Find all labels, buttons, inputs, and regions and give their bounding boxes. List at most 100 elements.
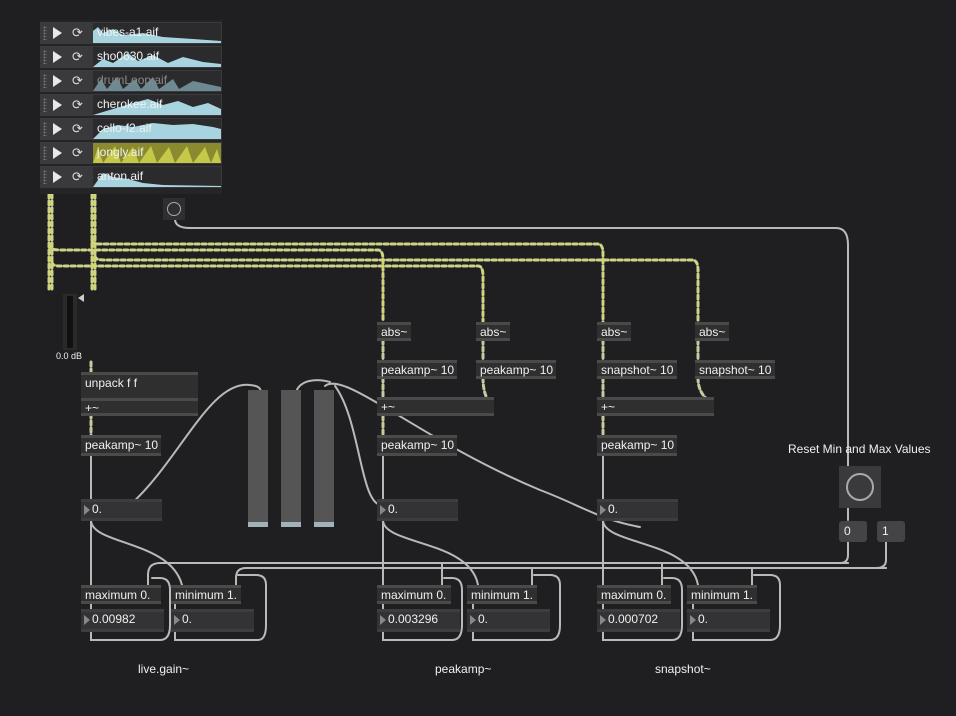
minimum-object[interactable]: minimum 1. xyxy=(687,585,757,604)
abs-object[interactable]: abs~ xyxy=(476,322,510,341)
drag-grip-icon[interactable] xyxy=(43,170,47,184)
loop-icon[interactable]: ⟳ xyxy=(72,169,83,184)
message-one[interactable]: 1 xyxy=(877,521,905,542)
loop-icon[interactable]: ⟳ xyxy=(72,121,83,136)
play-icon[interactable] xyxy=(53,51,62,63)
number-value: 0. xyxy=(698,612,709,626)
drag-grip-icon[interactable] xyxy=(43,122,47,136)
reset-bang-button[interactable] xyxy=(839,466,881,508)
abs-text: abs~ xyxy=(381,325,408,339)
file-row[interactable]: ⟳ jongly.aif xyxy=(40,142,222,164)
peakamp-object[interactable]: peakamp~ 10 xyxy=(476,360,556,379)
section-label-peakamp: peakamp~ xyxy=(435,662,492,676)
waveform-thumbnail xyxy=(93,167,221,187)
file-name: cherokee.aif xyxy=(97,97,163,111)
number-arrow-icon xyxy=(470,615,476,625)
snapshot-object[interactable]: snapshot~ 10 xyxy=(695,360,775,379)
snapshot-text: snapshot~ 10 xyxy=(601,363,674,377)
file-row[interactable]: ⟳ cherokee.aif xyxy=(40,94,222,116)
number-arrow-icon xyxy=(380,615,386,625)
drag-grip-icon[interactable] xyxy=(43,26,47,40)
bang-icon xyxy=(846,473,874,501)
play-icon[interactable] xyxy=(53,99,62,111)
section-label-live-gain: live.gain~ xyxy=(138,662,190,676)
plus-text: +~ xyxy=(601,400,616,414)
drag-grip-icon[interactable] xyxy=(43,74,47,88)
message-zero[interactable]: 0 xyxy=(839,521,867,542)
waveform-thumbnail xyxy=(93,143,221,163)
drag-grip-icon[interactable] xyxy=(43,146,47,160)
abs-text: abs~ xyxy=(601,325,628,339)
loop-icon[interactable]: ⟳ xyxy=(72,49,83,64)
live-gain-slider[interactable] xyxy=(63,294,84,350)
plus-object[interactable]: +~ xyxy=(81,398,198,416)
maximum-text: maximum 0. xyxy=(601,588,667,602)
minimum-text: minimum 1. xyxy=(471,588,534,602)
play-icon[interactable] xyxy=(53,75,62,87)
file-row[interactable]: ⟳ sho0630.aif xyxy=(40,46,222,68)
waveform-thumbnail xyxy=(93,119,221,139)
number-box[interactable]: 0. xyxy=(81,499,162,521)
maximum-object[interactable]: maximum 0. xyxy=(597,585,671,604)
file-name: jongly.aif xyxy=(97,145,144,159)
file-row[interactable]: ⟳ vibes-a1.aif xyxy=(40,22,222,44)
snapshot-text: snapshot~ 10 xyxy=(699,363,772,377)
waveform-thumbnail xyxy=(93,47,221,67)
peakamp-object[interactable]: peakamp~ 10 xyxy=(597,435,677,456)
minimum-object[interactable]: minimum 1. xyxy=(171,585,241,604)
bang-button[interactable] xyxy=(163,198,185,220)
number-value: 0.003296 xyxy=(388,612,439,626)
maximum-object[interactable]: maximum 0. xyxy=(377,585,451,604)
gain-track[interactable] xyxy=(67,296,73,348)
bang-icon xyxy=(167,202,181,216)
play-icon[interactable] xyxy=(53,147,62,159)
number-box[interactable]: 0. xyxy=(171,609,254,632)
meter-cap xyxy=(248,522,268,527)
loop-icon[interactable]: ⟳ xyxy=(72,97,83,112)
number-arrow-icon xyxy=(380,505,386,515)
play-icon[interactable] xyxy=(53,171,62,183)
file-name: anton.aif xyxy=(97,169,144,183)
file-name: vibes-a1.aif xyxy=(97,25,159,39)
number-box[interactable]: 0. xyxy=(687,609,770,632)
play-icon[interactable] xyxy=(53,123,62,135)
minimum-object[interactable]: minimum 1. xyxy=(467,585,537,604)
number-box[interactable]: 0.000702 xyxy=(597,609,680,632)
number-value: 0. xyxy=(478,612,489,626)
abs-object[interactable]: abs~ xyxy=(597,322,631,341)
plus-object[interactable]: +~ xyxy=(597,397,714,416)
snapshot-object[interactable]: snapshot~ 10 xyxy=(597,360,677,379)
play-icon[interactable] xyxy=(53,27,62,39)
abs-object[interactable]: abs~ xyxy=(695,322,729,341)
maximum-text: maximum 0. xyxy=(381,588,447,602)
plus-object[interactable]: +~ xyxy=(377,397,494,416)
loop-icon[interactable]: ⟳ xyxy=(72,73,83,88)
gain-readout: 0.0 dB xyxy=(56,351,83,361)
number-box[interactable]: 0. xyxy=(377,499,458,521)
loop-icon[interactable]: ⟳ xyxy=(72,25,83,40)
level-meter xyxy=(314,390,334,527)
drag-grip-icon[interactable] xyxy=(43,50,47,64)
maximum-object[interactable]: maximum 0. xyxy=(81,585,161,604)
loop-icon[interactable]: ⟳ xyxy=(72,145,83,160)
audio-file-player[interactable]: ⟳ vibes-a1.aif ⟳ sho0630.aif ⟳ drumLoop.… xyxy=(40,20,222,194)
number-arrow-icon xyxy=(84,505,90,515)
drag-grip-icon[interactable] xyxy=(43,98,47,112)
peakamp-object[interactable]: peakamp~ 10 xyxy=(377,360,457,379)
peakamp-object[interactable]: peakamp~ 10 xyxy=(377,435,457,456)
peakamp-object[interactable]: peakamp~ 10 xyxy=(81,435,161,456)
minimum-text: minimum 1. xyxy=(175,588,238,602)
file-name: sho0630.aif xyxy=(97,49,160,63)
number-box[interactable]: 0.003296 xyxy=(377,609,460,632)
file-row[interactable]: ⟳ cello-f2.aif xyxy=(40,118,222,140)
number-box[interactable]: 0. xyxy=(467,609,550,632)
gain-pointer-icon[interactable] xyxy=(78,294,84,302)
number-box[interactable]: 0. xyxy=(597,499,678,521)
file-row[interactable]: ⟳ anton.aif xyxy=(40,166,222,188)
abs-object[interactable]: abs~ xyxy=(377,322,411,341)
file-row[interactable]: ⟳ drumLoop.aif xyxy=(40,70,222,92)
number-box[interactable]: 0.00982 xyxy=(81,609,164,632)
peakamp-text: peakamp~ 10 xyxy=(85,438,159,452)
plus-text: +~ xyxy=(85,401,100,415)
abs-text: abs~ xyxy=(480,325,507,339)
